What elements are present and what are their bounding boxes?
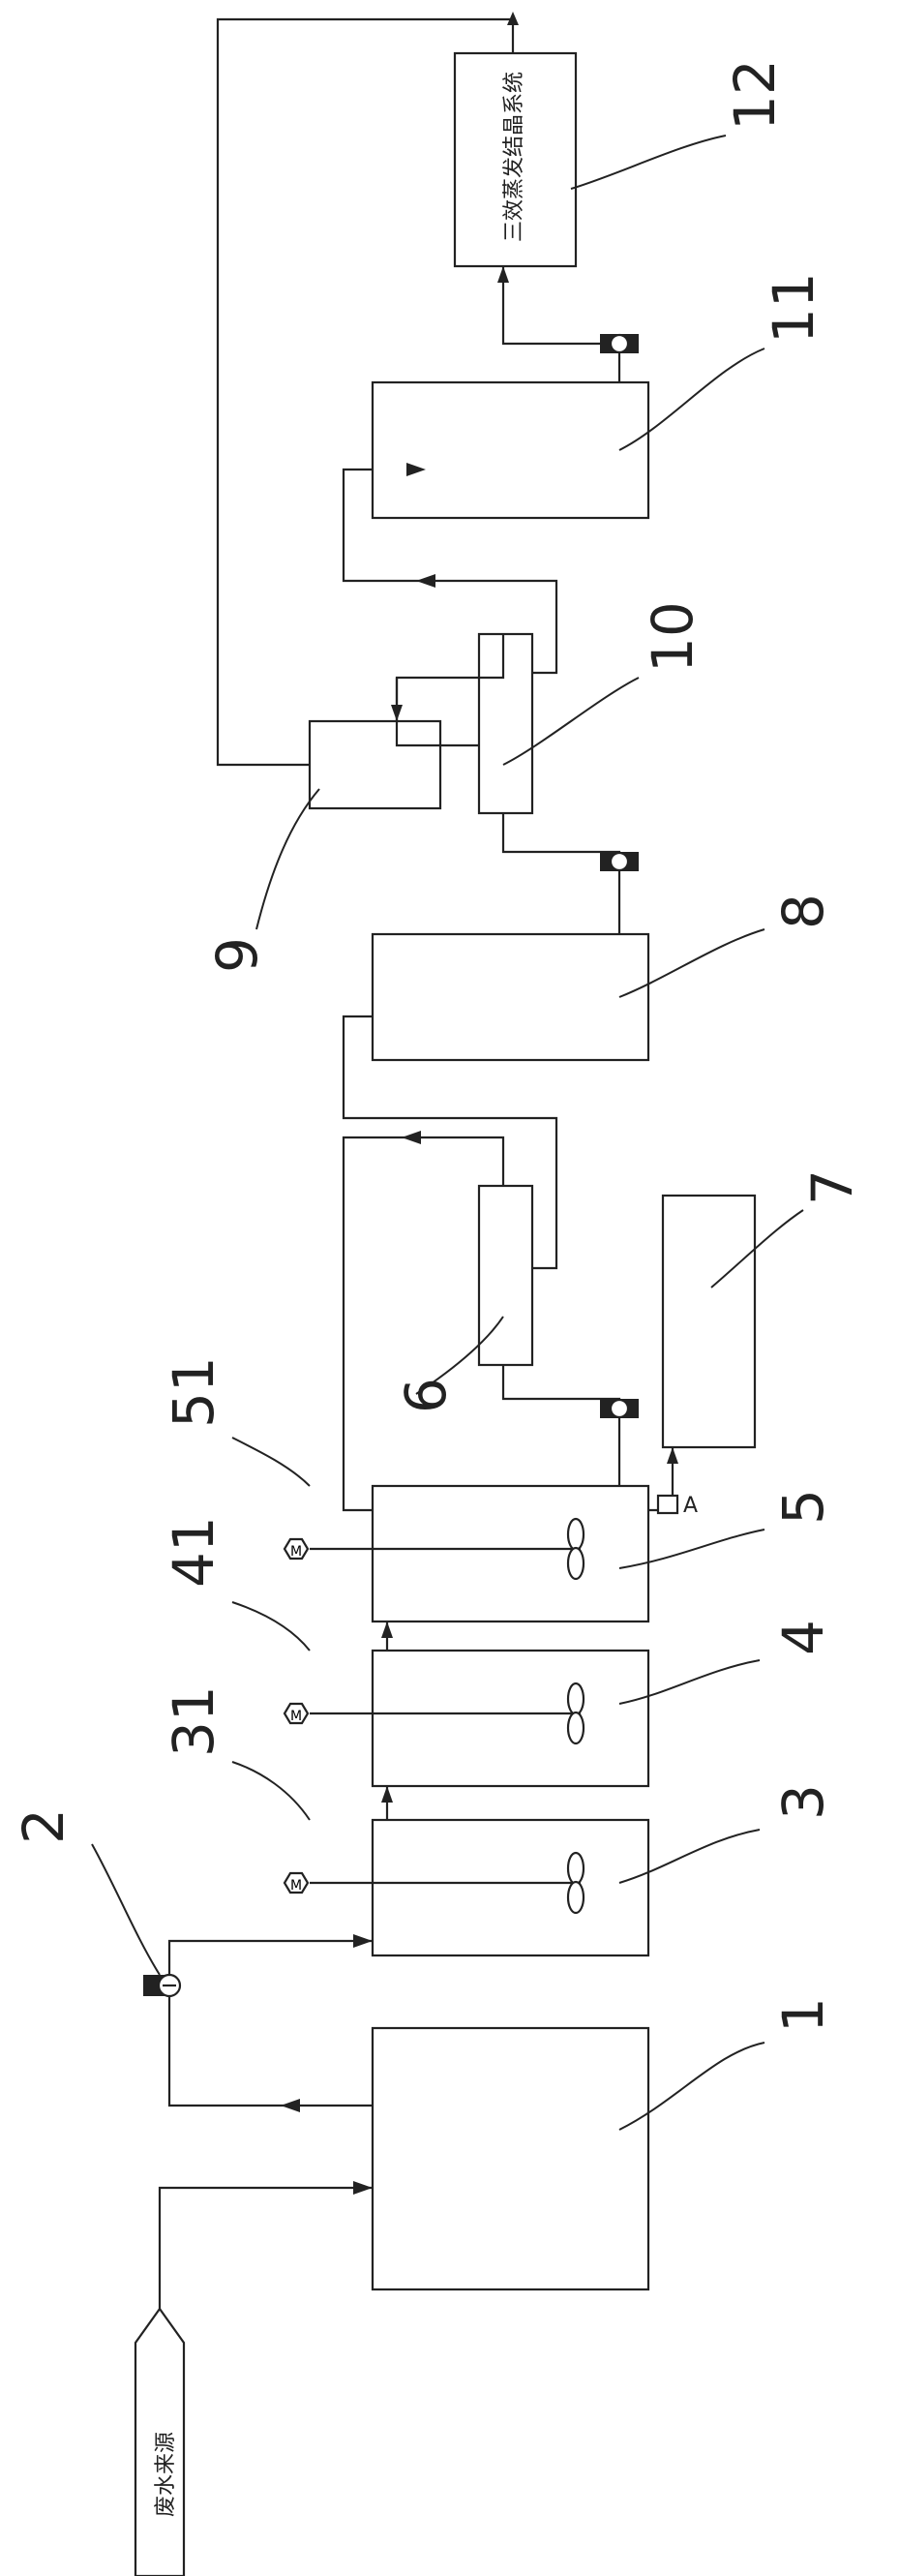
label-6: 6 — [393, 1378, 459, 1413]
dosing-pump-letter: A — [683, 1494, 698, 1518]
agitator-41: M — [283, 1682, 585, 1745]
svg-text:M: M — [290, 1878, 302, 1894]
pipe-tank1-to-tank3 — [167, 1939, 373, 2107]
pump-filter6 — [600, 1398, 639, 1419]
pipe-tank5-to-filter6 — [501, 1365, 621, 1486]
agitator-31: M — [283, 1851, 585, 1915]
filter-10 — [477, 632, 534, 815]
arrow-filter6-return — [402, 1131, 421, 1144]
svg-text:M: M — [290, 1709, 302, 1724]
label-31: 31 — [161, 1685, 226, 1757]
pipe-tank11-to-evaporator — [501, 266, 621, 382]
label-41: 41 — [161, 1516, 226, 1588]
label-2: 2 — [11, 1808, 76, 1844]
tank-8 — [371, 932, 650, 1062]
arrow-filter10-out — [416, 574, 435, 588]
label-3: 3 — [770, 1784, 836, 1820]
arrow-into-tank3 — [353, 1934, 373, 1948]
label-7: 7 — [799, 1169, 865, 1205]
pipe-inlet-to-tank1 — [158, 2186, 373, 2309]
leader-8 — [618, 928, 765, 998]
evaporator-label: 三效蒸发结晶系统 — [502, 72, 526, 242]
tank-4 — [371, 1649, 650, 1788]
leader-2 — [91, 1843, 161, 1976]
leader-9 — [255, 788, 320, 930]
leader-1 — [618, 2042, 765, 2131]
label-9: 9 — [204, 937, 270, 973]
tank-9 — [308, 719, 442, 810]
pipe-filter6-to-tank8 — [342, 1015, 558, 1270]
leader-41 — [231, 1601, 311, 1652]
arrow-into-tank9 — [391, 705, 403, 721]
label-51: 51 — [161, 1356, 226, 1428]
svg-text:M: M — [290, 1544, 302, 1560]
leader-12 — [570, 135, 727, 190]
arrow-tank4-to-tank5 — [381, 1621, 393, 1638]
arrow-into-evaporator — [497, 266, 509, 283]
arrow-into-tank1 — [353, 2181, 373, 2195]
tank-11 — [371, 380, 650, 520]
pipe-filter10-to-tank11 — [342, 468, 558, 675]
pump-tank11 — [600, 333, 639, 354]
leader-11 — [618, 348, 765, 451]
tank-5 — [371, 1484, 650, 1623]
leader-6 — [415, 1316, 504, 1395]
tank-7 — [661, 1194, 757, 1449]
label-8: 8 — [770, 894, 836, 929]
arrow-tank3-to-tank4 — [381, 1786, 393, 1803]
arrow-into-tank11 — [406, 463, 426, 476]
pump-filter10 — [600, 851, 639, 872]
leader-5 — [618, 1529, 765, 1569]
arrow-out-tank1 — [281, 2099, 300, 2112]
label-1: 1 — [770, 1997, 836, 2033]
pipe-tank8-to-filter10 — [501, 813, 621, 934]
pump-2 — [143, 1973, 182, 1998]
evaporator-12 — [453, 51, 578, 268]
leader-51 — [231, 1437, 311, 1487]
dosing-pump: A — [656, 1494, 698, 1518]
wastewater-inlet — [134, 2307, 186, 2576]
leader-10 — [502, 677, 640, 766]
leader-3 — [618, 1829, 761, 1884]
label-11: 11 — [761, 272, 826, 344]
tank-1 — [371, 2026, 650, 2291]
label-5: 5 — [770, 1489, 836, 1525]
tank-3 — [371, 1818, 650, 1957]
pipe-tank9-to-evaporator — [216, 17, 515, 767]
label-4: 4 — [770, 1620, 836, 1655]
leader-4 — [618, 1659, 761, 1705]
agitator-51: M — [283, 1517, 585, 1581]
wastewater-source-label: 废水来源 — [154, 2432, 178, 2517]
pipe-filter6-return — [342, 1136, 505, 1512]
arrow-top-return — [507, 12, 519, 25]
label-10: 10 — [640, 601, 705, 673]
leader-31 — [231, 1761, 311, 1821]
arrow-into-tank7 — [667, 1447, 678, 1464]
label-12: 12 — [722, 59, 788, 131]
leader-7 — [710, 1209, 804, 1288]
